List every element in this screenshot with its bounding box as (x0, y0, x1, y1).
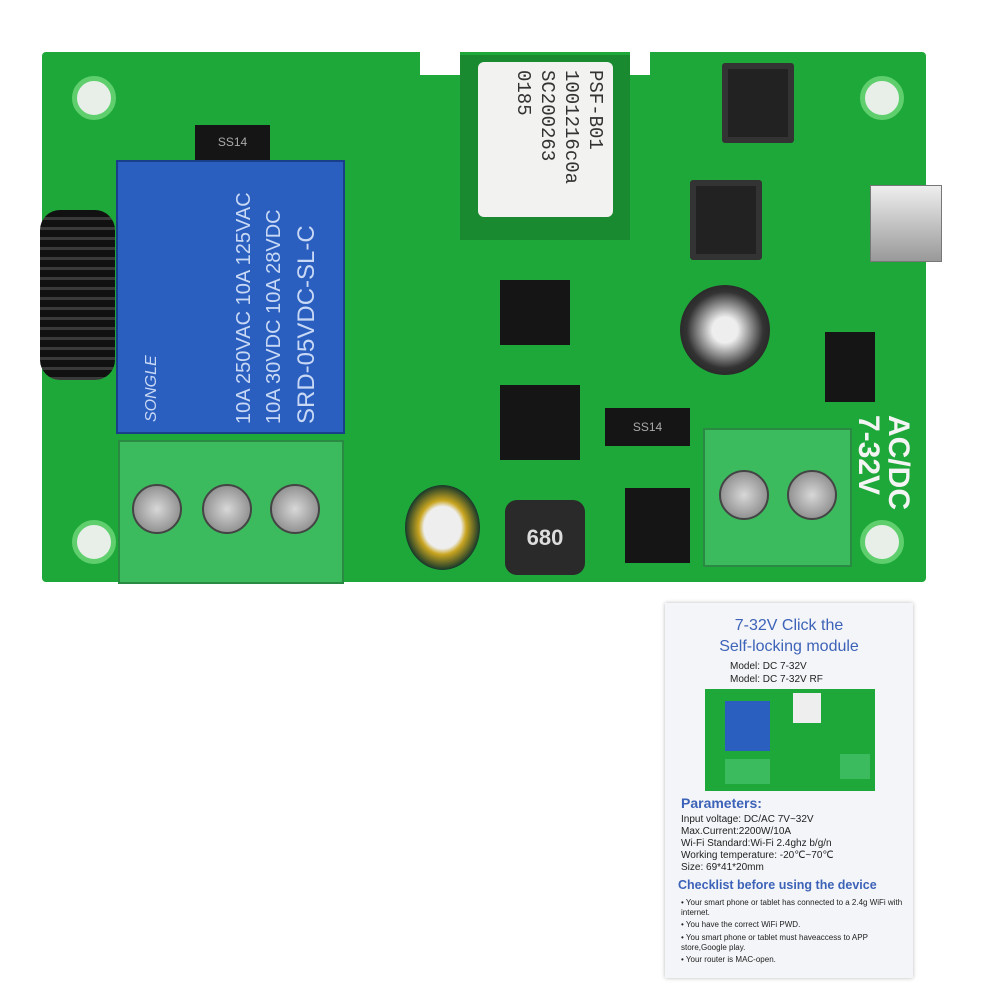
electrolytic-capacitor (405, 485, 480, 570)
ic-chip (625, 488, 690, 563)
checklist-item: • You smart phone or tablet must haveacc… (681, 933, 868, 952)
manual-product-photo (705, 689, 875, 791)
manual-title-2: Self-locking module (719, 638, 859, 655)
photo-relay (725, 701, 770, 751)
relay-brand: SONGLE (143, 355, 160, 422)
photo-terminal (840, 754, 870, 779)
parameters-heading: Parameters: (681, 795, 762, 811)
wifi-module-shield: PSF-B01 1001216c0a SC200263 0185 (478, 62, 613, 217)
tactile-button[interactable] (690, 180, 762, 260)
silkscreen-acdc: AC/DC (882, 415, 915, 510)
board-notch (420, 50, 460, 75)
manual-title-1: 7-32V Click the (734, 617, 844, 634)
voltage-regulator (500, 385, 580, 460)
checklist-text: Your smart phone or tablet has connected… (681, 898, 903, 917)
board-notch (630, 50, 650, 75)
terminal-screw (719, 470, 769, 520)
relay: SONGLE 10A 250VAC 10A 125VAC 10A 30VDC 1… (116, 160, 345, 434)
manual-model: Model: DC 7-32V (730, 661, 807, 672)
checklist-text: Your router is MAC-open. (685, 955, 776, 964)
terminal-screw (202, 484, 252, 534)
relay-model: SRD-05VDC-SL-C (293, 225, 320, 424)
checklist-item: • Your smart phone or tablet has connect… (681, 898, 903, 917)
checklist-heading: Checklist before using the device (678, 878, 877, 892)
parameter: Working temperature: -20℃~70℃ (681, 850, 834, 861)
module-label: 0185 (512, 70, 534, 116)
parameter: Size: 69*41*20mm (681, 862, 764, 873)
checklist-text: You have the correct WiFi PWD. (685, 920, 801, 929)
tactile-button[interactable] (722, 63, 794, 143)
diode: SS14 (195, 125, 270, 160)
checklist-item: • You have the correct WiFi PWD. (681, 920, 801, 929)
manual-model: Model: DC 7-32V RF (730, 674, 823, 685)
relay-rating-1: 10A 250VAC 10A 125VAC (233, 192, 255, 424)
silkscreen-voltage: 7-32V (852, 415, 885, 496)
checklist-text: You smart phone or tablet must haveacces… (681, 933, 868, 952)
photo-terminal (725, 759, 770, 784)
parameter: Input voltage: DC/AC 7V~32V (681, 814, 814, 825)
mounting-hole (860, 520, 904, 564)
instruction-manual: 7-32V Click the Self-locking module Mode… (665, 603, 913, 978)
checklist-item: • Your router is MAC-open. (681, 955, 776, 964)
micro-usb-port[interactable] (870, 185, 942, 262)
output-terminal-block (118, 440, 344, 584)
photo-module (793, 693, 821, 723)
electrolytic-capacitor (680, 285, 770, 375)
terminal-screw (270, 484, 320, 534)
diode: SS14 (605, 408, 690, 446)
mounting-hole (72, 520, 116, 564)
parameter: Wi-Fi Standard:Wi-Fi 2.4ghz b/g/n (681, 838, 832, 849)
ic-chip (500, 280, 570, 345)
inductor: 680 (505, 500, 585, 575)
module-label: SC200263 (536, 70, 558, 162)
relay-rating-2: 10A 30VDC 10A 28VDC (263, 209, 285, 424)
power-terminal-block (703, 428, 852, 567)
mounting-hole (72, 76, 116, 120)
antenna-coil (40, 210, 115, 380)
terminal-screw (787, 470, 837, 520)
module-label: PSF-B01 (584, 70, 606, 150)
module-label: 1001216c0a (560, 70, 582, 185)
terminal-screw (132, 484, 182, 534)
bridge-rectifier (825, 332, 875, 402)
mounting-hole (860, 76, 904, 120)
parameter: Max.Current:2200W/10A (681, 826, 792, 837)
